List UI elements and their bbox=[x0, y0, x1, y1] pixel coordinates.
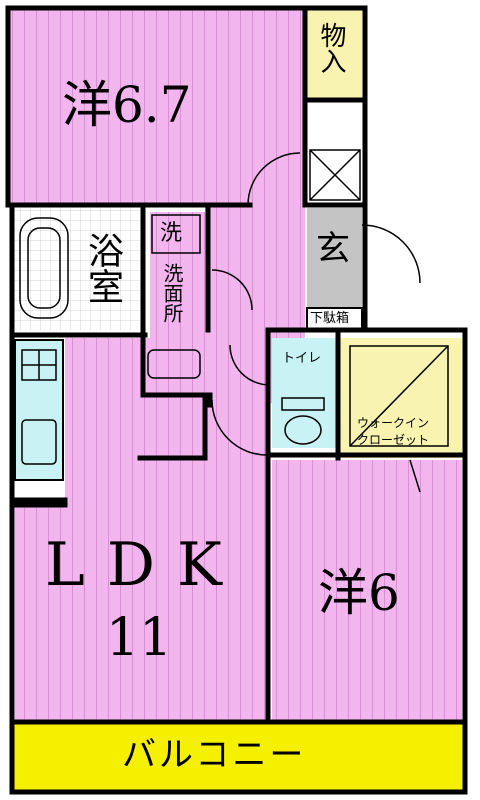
room-ldk-lower bbox=[15, 503, 270, 721]
room-washroom bbox=[150, 212, 205, 342]
room-toilet bbox=[272, 338, 336, 448]
label-walk-in-closet-1: ウォークイン bbox=[357, 416, 430, 430]
label-western-2: 洋6 bbox=[318, 564, 400, 622]
fixtures bbox=[19, 149, 449, 493]
balcony bbox=[12, 724, 464, 790]
room-walk-in-closet bbox=[340, 338, 462, 458]
label-washroom: 洗面所 bbox=[160, 263, 184, 323]
label-ldk-size: 11 bbox=[106, 608, 173, 668]
label-ldk: LDK bbox=[45, 530, 244, 600]
label-storage: 物入 bbox=[316, 22, 346, 74]
label-western-1: 洋6.7 bbox=[62, 76, 192, 134]
room-storage bbox=[307, 10, 362, 98]
window-marks bbox=[80, 7, 430, 723]
label-washer: 洗 bbox=[160, 221, 183, 246]
label-shoe-box: 下駄箱 bbox=[310, 311, 350, 326]
room-entrance bbox=[307, 208, 362, 308]
room-western-1 bbox=[10, 8, 304, 203]
label-entrance: 玄 bbox=[316, 229, 350, 269]
room-western-2 bbox=[272, 460, 462, 721]
label-toilet: トイレ bbox=[282, 351, 322, 366]
label-walk-in-closet-2: クローゼット bbox=[357, 433, 430, 447]
label-balcony: バルコニー bbox=[122, 735, 307, 775]
walls bbox=[5, 5, 468, 795]
label-bath: 浴室 bbox=[82, 232, 123, 304]
